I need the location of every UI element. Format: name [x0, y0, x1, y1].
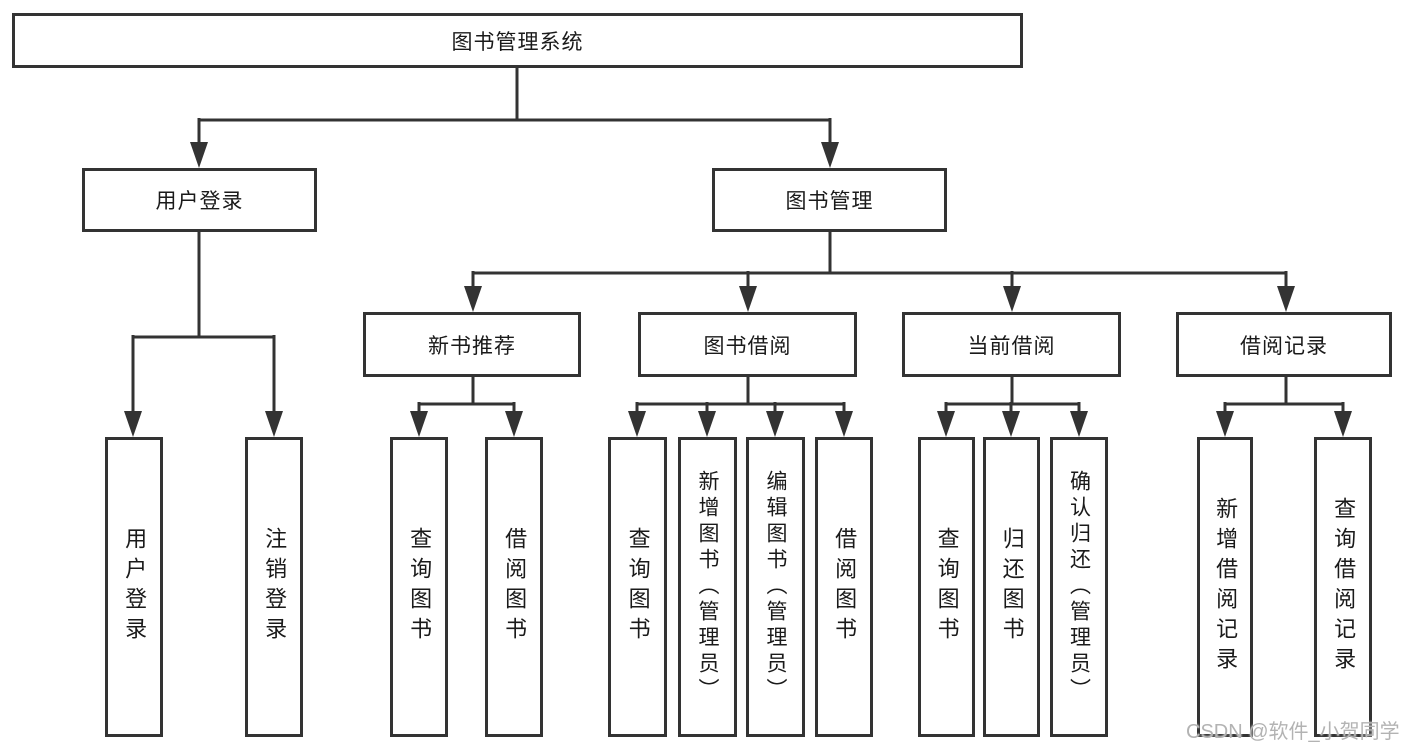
node-leaf-borrow-book-1: 借阅图书 [485, 437, 543, 737]
node-leaf-query-borrow-record: 查询借阅记录 [1314, 437, 1372, 737]
node-leaf-borrow-book-2: 借阅图书 [815, 437, 873, 737]
watermark: CSDN @软件_小贺同学 [1186, 721, 1400, 743]
node-leaf-query-book-1: 查询图书 [390, 437, 448, 737]
node-leaf-query-book-3: 查询图书 [918, 437, 975, 737]
node-leaf-confirm-return-admin: 确认归还（管理员） [1050, 437, 1108, 737]
node-current-borrow: 当前借阅 [902, 312, 1121, 377]
node-leaf-add-borrow-record: 新增借阅记录 [1197, 437, 1253, 737]
node-book-borrow: 图书借阅 [638, 312, 857, 377]
node-leaf-query-book-2: 查询图书 [608, 437, 667, 737]
node-leaf-return-book: 归还图书 [983, 437, 1040, 737]
node-leaf-add-book-admin: 新增图书（管理员） [678, 437, 737, 737]
node-leaf-user-login: 用户登录 [105, 437, 163, 737]
node-borrow-record: 借阅记录 [1176, 312, 1392, 377]
arrowheads [124, 142, 1352, 437]
node-new-book-recommend: 新书推荐 [363, 312, 581, 377]
node-root: 图书管理系统 [12, 13, 1023, 68]
node-user-login: 用户登录 [82, 168, 317, 232]
node-leaf-logout: 注销登录 [245, 437, 303, 737]
node-leaf-edit-book-admin: 编辑图书（管理员） [746, 437, 805, 737]
node-book-management: 图书管理 [712, 168, 947, 232]
